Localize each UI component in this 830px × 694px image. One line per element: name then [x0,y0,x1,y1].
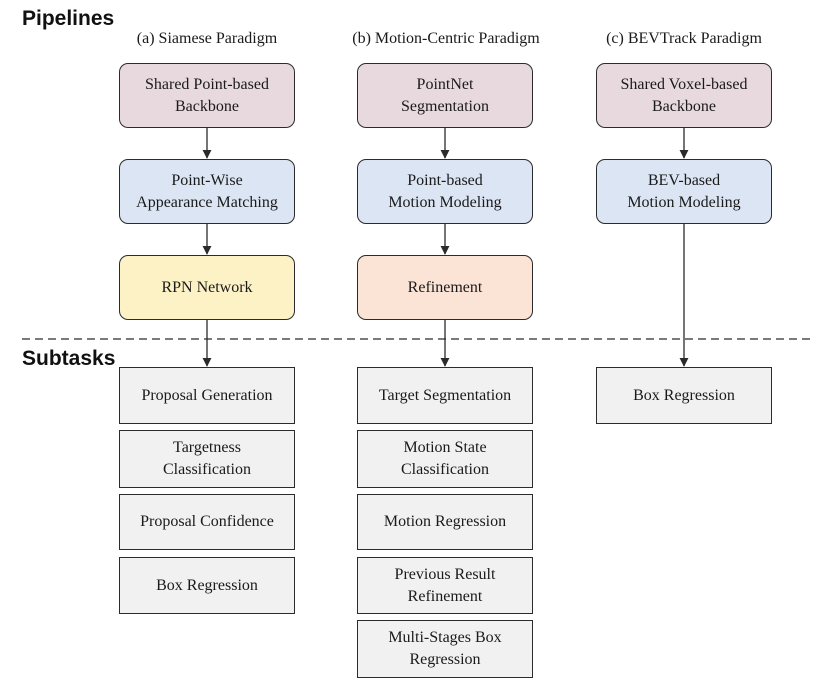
subtask-box-regression-a: Box Regression [119,557,295,614]
node-point-based-motion-modeling: Point-based Motion Modeling [357,159,533,224]
node-pointnet-segmentation: PointNet Segmentation [357,63,533,128]
subtask-multi-stages-box-regression: Multi-Stages Box Regression [357,620,533,678]
pipelines-heading: Pipelines [22,7,115,30]
column-title-siamese: (a) Siamese Paradigm [136,30,278,47]
subtask-proposal-confidence: Proposal Confidence [119,494,295,550]
subtask-target-segmentation: Target Segmentation [357,367,533,424]
subtask-previous-result-refinement: Previous Result Refinement [357,557,533,614]
node-refinement: Refinement [357,255,533,320]
node-point-wise-appearance-matching: Point-Wise Appearance Matching [119,159,295,224]
subtasks-heading: Subtasks [22,347,116,370]
node-shared-point-backbone: Shared Point-based Backbone [119,63,295,128]
column-title-bevtrack: (c) BEVTrack Paradigm [606,30,762,47]
subtask-motion-state-classification: Motion State Classification [357,430,533,488]
subtask-targetness-classification: Targetness Classification [119,430,295,488]
column-title-motion-centric: (b) Motion-Centric Paradigm [352,30,540,47]
subtask-proposal-generation: Proposal Generation [119,367,295,424]
subtask-box-regression-c: Box Regression [596,367,772,424]
node-bev-motion-modeling: BEV-based Motion Modeling [596,159,772,224]
node-rpn-network: RPN Network [119,255,295,320]
subtask-motion-regression: Motion Regression [357,494,533,550]
node-shared-voxel-backbone: Shared Voxel-based Backbone [596,63,772,128]
